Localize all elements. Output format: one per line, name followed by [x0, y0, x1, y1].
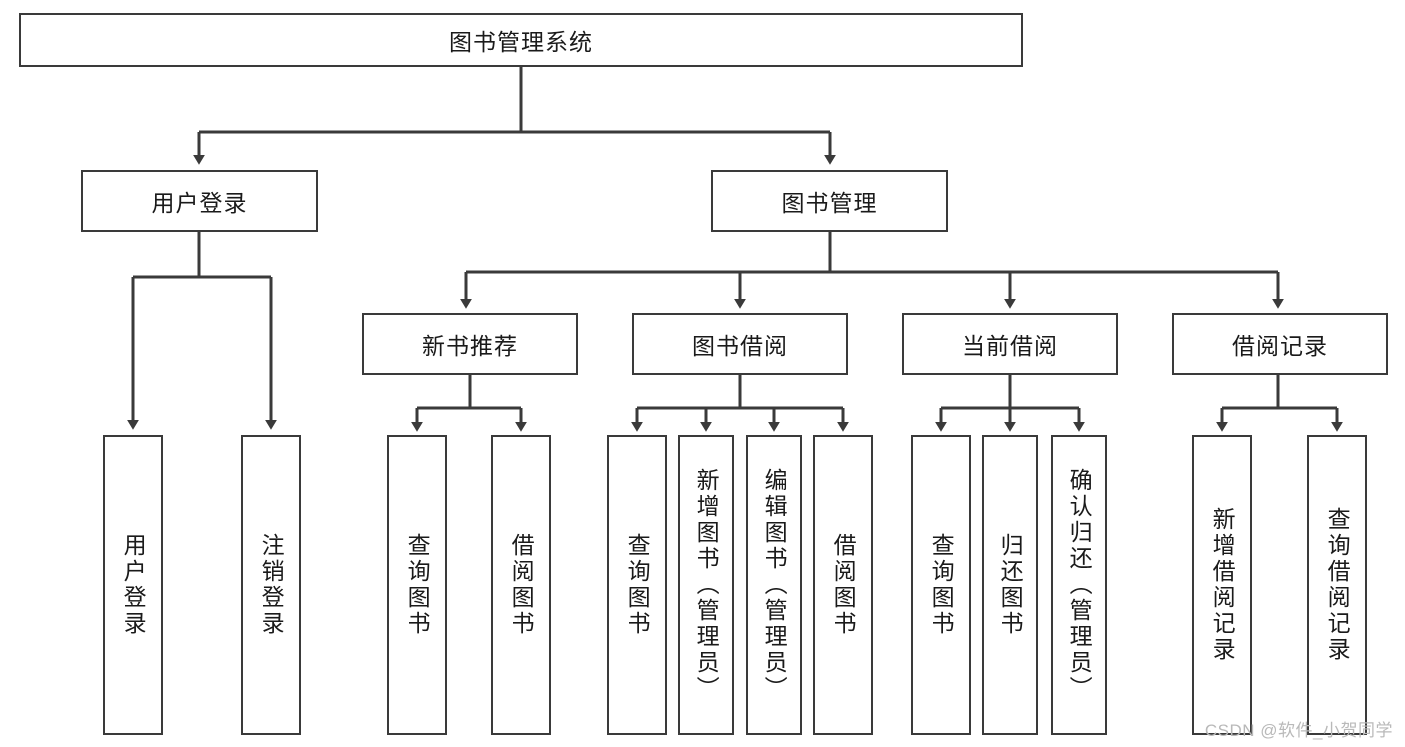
- node-leaf-edit-book-admin-label: 编辑图书（管理员）: [761, 468, 788, 702]
- node-root[interactable]: 图书管理系统: [19, 13, 1023, 67]
- node-leaf-query-borrow-record[interactable]: 查询借阅记录: [1307, 435, 1367, 735]
- node-leaf-borrow-book-newbook-label: 借阅图书: [508, 533, 535, 637]
- node-user-login-label: 用户登录: [151, 190, 248, 216]
- node-leaf-borrow-book-newbook[interactable]: 借阅图书: [491, 435, 551, 735]
- node-leaf-user-login-label: 用户登录: [120, 533, 147, 637]
- node-root-label: 图书管理系统: [449, 29, 593, 55]
- node-book-management[interactable]: 图书管理: [711, 170, 948, 232]
- node-new-book-recommend[interactable]: 新书推荐: [362, 313, 578, 375]
- node-borrow-record[interactable]: 借阅记录: [1172, 313, 1388, 375]
- node-leaf-add-book-admin[interactable]: 新增图书（管理员）: [678, 435, 734, 735]
- node-leaf-query-book-newbook[interactable]: 查询图书: [387, 435, 447, 735]
- node-new-book-recommend-label: 新书推荐: [422, 333, 518, 359]
- node-book-management-label: 图书管理: [781, 190, 878, 216]
- node-leaf-confirm-return-admin-label: 确认归还（管理员）: [1066, 468, 1093, 702]
- node-leaf-query-book-current[interactable]: 查询图书: [911, 435, 971, 735]
- node-current-borrow-label: 当前借阅: [962, 333, 1058, 359]
- node-leaf-borrow-book-label: 借阅图书: [830, 533, 857, 637]
- node-leaf-add-borrow-record[interactable]: 新增借阅记录: [1192, 435, 1252, 735]
- node-book-borrow[interactable]: 图书借阅: [632, 313, 848, 375]
- node-leaf-borrow-book[interactable]: 借阅图书: [813, 435, 873, 735]
- node-book-borrow-label: 图书借阅: [692, 333, 788, 359]
- node-leaf-confirm-return-admin[interactable]: 确认归还（管理员）: [1051, 435, 1107, 735]
- node-leaf-user-login[interactable]: 用户登录: [103, 435, 163, 735]
- node-user-login[interactable]: 用户登录: [81, 170, 318, 232]
- node-current-borrow[interactable]: 当前借阅: [902, 313, 1118, 375]
- node-leaf-add-book-admin-label: 新增图书（管理员）: [693, 468, 720, 702]
- node-leaf-logout-label: 注销登录: [258, 533, 285, 637]
- node-leaf-query-book-borrow-label: 查询图书: [624, 533, 651, 637]
- node-leaf-edit-book-admin[interactable]: 编辑图书（管理员）: [746, 435, 802, 735]
- node-leaf-return-book-label: 归还图书: [997, 533, 1024, 637]
- node-leaf-query-borrow-record-label: 查询借阅记录: [1324, 507, 1351, 663]
- node-leaf-query-book-borrow[interactable]: 查询图书: [607, 435, 667, 735]
- node-leaf-query-book-newbook-label: 查询图书: [404, 533, 431, 637]
- node-leaf-query-book-current-label: 查询图书: [928, 533, 955, 637]
- node-leaf-return-book[interactable]: 归还图书: [982, 435, 1038, 735]
- node-leaf-add-borrow-record-label: 新增借阅记录: [1209, 507, 1236, 663]
- node-borrow-record-label: 借阅记录: [1232, 333, 1328, 359]
- node-leaf-logout[interactable]: 注销登录: [241, 435, 301, 735]
